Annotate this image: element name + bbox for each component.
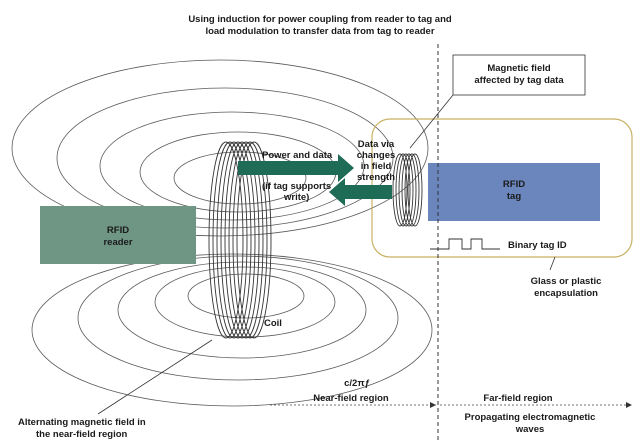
- magnetic-field-label-2: affected by tag data: [474, 75, 564, 86]
- rfid-reader-box: [40, 206, 196, 264]
- magnetic-field-label-1: Magnetic field: [487, 63, 551, 74]
- data-return-arrow: [329, 178, 392, 206]
- encapsulation-label-2: encapsulation: [534, 288, 598, 299]
- rfid-reader-label-1: RFID: [107, 225, 129, 236]
- field-line-upper-1: [11, 59, 429, 237]
- binary-tag-id-label: Binary tag ID: [508, 240, 567, 251]
- write-label-1: (if tag supports: [262, 181, 331, 192]
- magnetic-field-box: [452, 54, 586, 96]
- near-field-arrowhead: [430, 402, 436, 408]
- rfid-tag-label-2: tag: [507, 191, 521, 202]
- binary-waveform: [430, 238, 500, 250]
- coil-label: Coil: [264, 318, 282, 329]
- data-via-label-4: strength: [357, 172, 395, 183]
- field-line-lower-3: [117, 261, 367, 359]
- data-via-label-3: in field: [361, 161, 392, 172]
- diagram-title-line2: load modulation to transfer data from ta…: [205, 26, 434, 37]
- c2pi-label: c/2πƒ: [344, 378, 370, 389]
- magnetic-field-pointer: [409, 94, 454, 149]
- rfid-tag-box: [428, 163, 600, 221]
- near-field-label: Near-field region: [313, 393, 389, 404]
- diagram-title-line1: Using induction for power coupling from …: [188, 14, 452, 25]
- power-data-arrow: [238, 154, 354, 182]
- field-line-upper-3: [99, 111, 365, 221]
- encapsulation-label-1: Glass or plastic: [531, 276, 602, 287]
- encapsulation-pointer: [549, 256, 556, 271]
- field-line-lower-2: [77, 255, 399, 381]
- field-line-upper-5: [173, 151, 307, 205]
- propagating-label-2: waves: [515, 424, 545, 435]
- propagating-label-1: Propagating electromagnetic: [465, 412, 596, 423]
- alternating-field-label-2: the near-field region: [36, 429, 128, 440]
- rfid-tag-label-1: RFID: [503, 179, 525, 190]
- far-field-arrowhead: [626, 402, 632, 408]
- tag-coil: [392, 153, 423, 227]
- reader-coil: [208, 141, 272, 339]
- field-line-lower-4: [154, 266, 336, 338]
- data-via-label-1: Data via: [358, 139, 395, 150]
- power-data-label: Power and data: [262, 150, 333, 161]
- field-line-lower-1: [31, 253, 433, 407]
- far-field-label: Far-field region: [483, 393, 552, 404]
- rfid-reader-label-2: reader: [103, 237, 132, 248]
- alternating-field-label-1: Alternating magnetic field in: [18, 417, 146, 428]
- data-via-label-2: changes: [357, 150, 396, 161]
- alternating-field-pointer: [97, 339, 213, 415]
- write-label-2: write): [283, 192, 309, 203]
